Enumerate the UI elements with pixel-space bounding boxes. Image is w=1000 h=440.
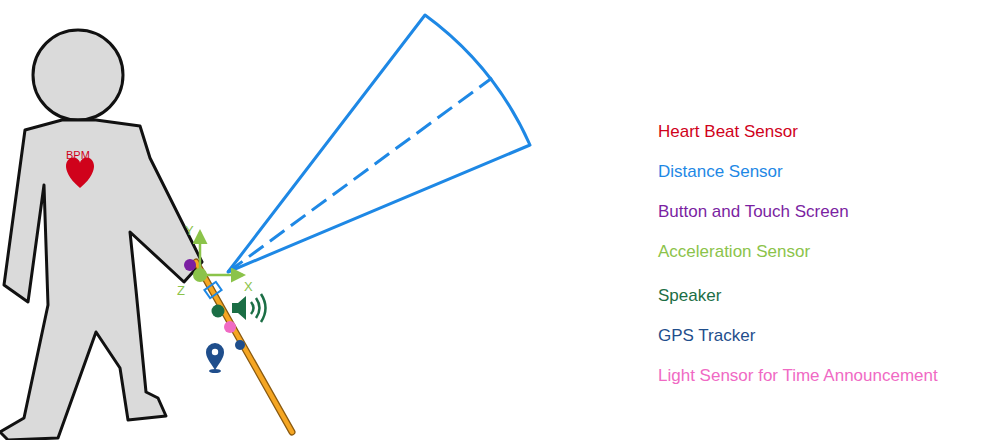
speaker-icon bbox=[232, 296, 246, 320]
acceleration-sensor bbox=[193, 268, 207, 282]
heart-symbol bbox=[66, 157, 94, 188]
person-body bbox=[0, 120, 202, 440]
legend-text: GPS Tracker bbox=[658, 326, 755, 345]
sensor-cone bbox=[228, 15, 530, 272]
sound-wave bbox=[256, 298, 260, 318]
legend-entry: Distance Sensor bbox=[658, 162, 783, 182]
legend-color: Speaker bbox=[658, 286, 721, 305]
legend-text: Speaker bbox=[658, 286, 721, 305]
person-head bbox=[33, 30, 123, 120]
cone-axis bbox=[228, 78, 492, 272]
legend-color: Heart Beat Sensor bbox=[658, 122, 798, 141]
axis-label: X bbox=[244, 280, 253, 293]
cane-outline bbox=[196, 262, 292, 432]
axis-label: Y bbox=[185, 224, 194, 237]
cane bbox=[196, 262, 292, 432]
legend-color: Acceleration Sensor bbox=[658, 242, 810, 261]
legend-text: Light Sensor for Time Announcement bbox=[658, 366, 938, 385]
gps-pin bbox=[206, 343, 224, 370]
sound-wave bbox=[261, 294, 266, 322]
gps-pin-hole bbox=[212, 349, 218, 355]
legend-entry: Speaker bbox=[658, 286, 721, 306]
legend-text: Heart Beat Sensor bbox=[658, 122, 798, 141]
heart-rate-label: BPM bbox=[66, 150, 90, 161]
legend-text: Distance Sensor bbox=[658, 162, 783, 181]
legend-entry: Heart Beat Sensor bbox=[658, 122, 798, 142]
sound-wave bbox=[251, 302, 254, 314]
legend-text: Acceleration Sensor bbox=[658, 242, 810, 261]
distance-sensor bbox=[204, 282, 221, 298]
legend-entry: Button and Touch Screen bbox=[658, 202, 849, 222]
button-marker bbox=[184, 259, 196, 271]
gps-marker bbox=[235, 340, 245, 350]
speaker-marker bbox=[212, 305, 225, 318]
gps-pin-base bbox=[209, 369, 221, 373]
light-sensor bbox=[224, 321, 236, 333]
axis-label: Z bbox=[177, 284, 185, 297]
legend-entry: Acceleration Sensor bbox=[658, 242, 810, 262]
legend-text: Button and Touch Screen bbox=[658, 202, 849, 221]
legend-entry: GPS Tracker bbox=[658, 326, 755, 346]
legend-color: GPS Tracker bbox=[658, 326, 755, 345]
legend-color: Light Sensor for Time Announcement bbox=[658, 366, 938, 385]
legend-color: Distance Sensor bbox=[658, 162, 783, 181]
legend-entry: Light Sensor for Time Announcement bbox=[658, 366, 938, 386]
legend-color: Button and Touch Screen bbox=[658, 202, 849, 221]
